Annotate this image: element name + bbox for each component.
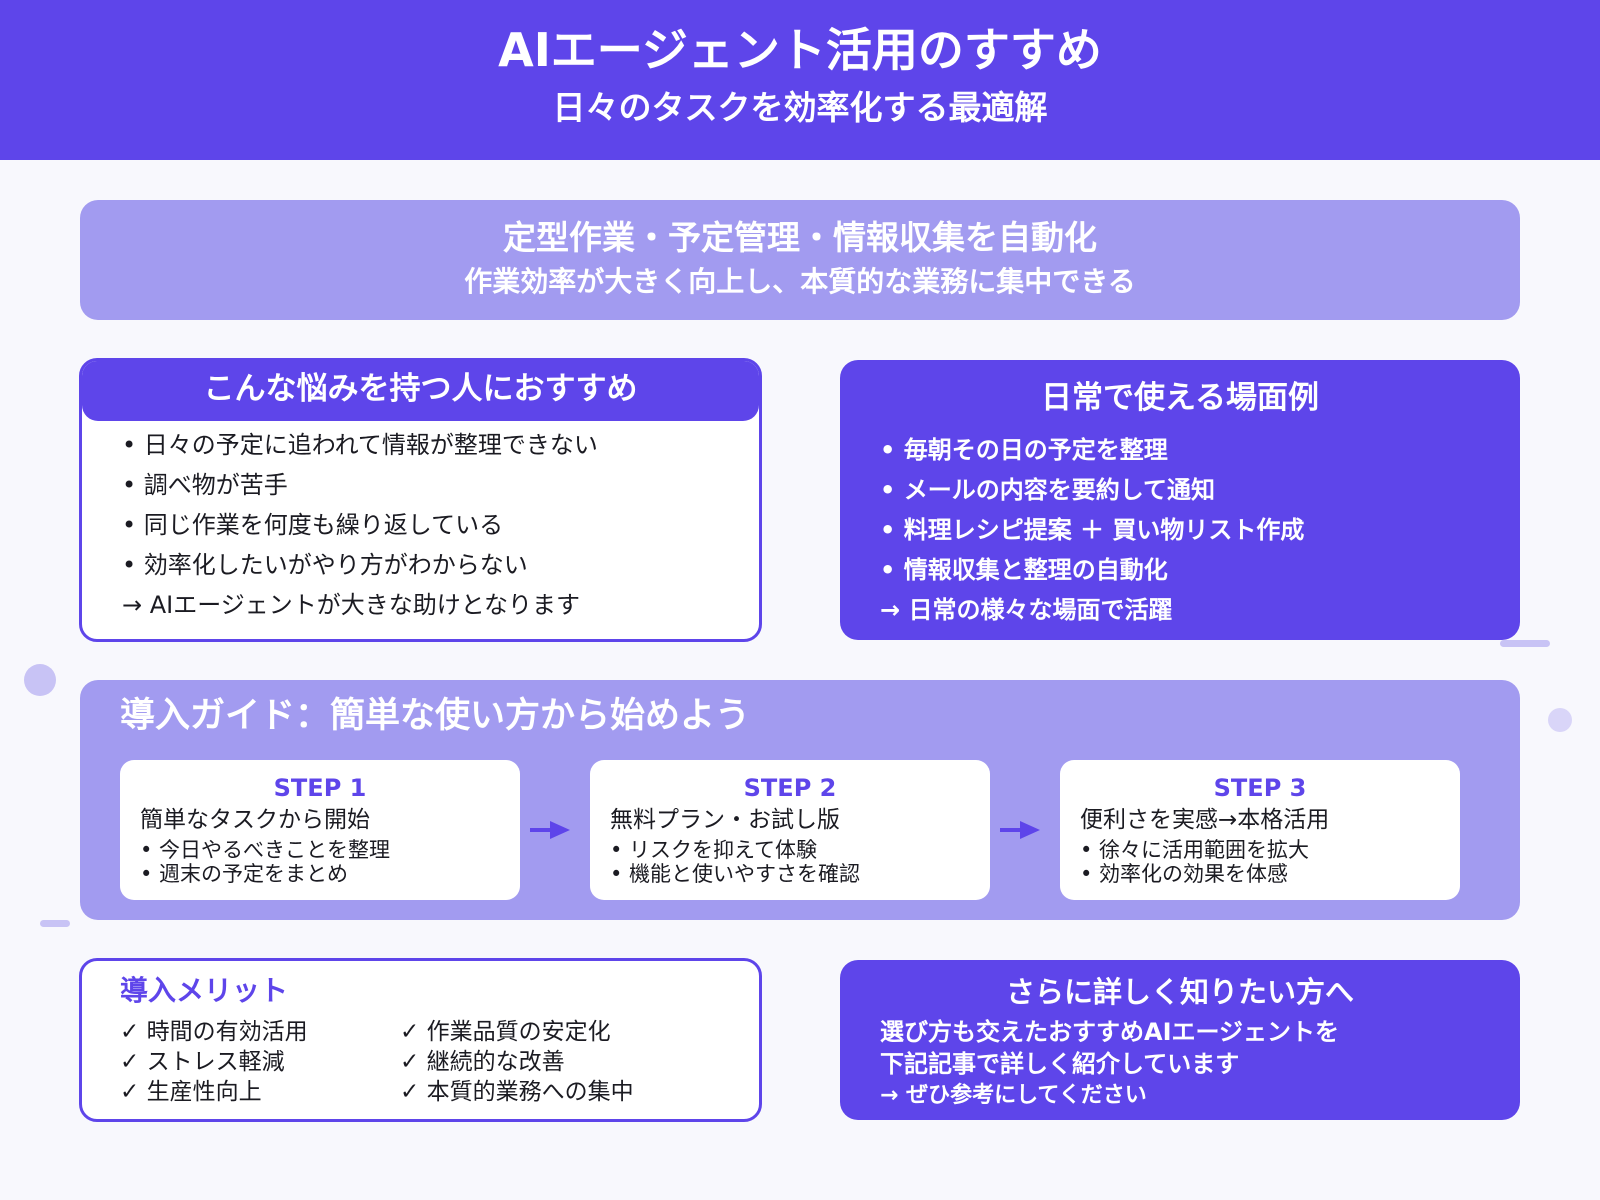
list-item: • 今日やるべきことを整理 bbox=[140, 838, 391, 862]
learn-more-line: 選び方も交えたおすすめAIエージェントを bbox=[880, 1018, 1340, 1046]
summary-headline: 定型作業・予定管理・情報収集を自動化 bbox=[503, 218, 1097, 257]
decorative-bar bbox=[1500, 640, 1550, 647]
list-item: • 情報収集と整理の自動化 bbox=[880, 556, 1168, 584]
merit-item: ✓ 時間の有効活用 bbox=[120, 1019, 308, 1045]
decorative-bar bbox=[40, 920, 70, 927]
list-item: • 毎朝その日の予定を整理 bbox=[880, 436, 1168, 464]
merit-item: ✓ 本質的業務への集中 bbox=[400, 1079, 634, 1105]
learn-more-line: 下記記事で詳しく紹介しています bbox=[880, 1050, 1240, 1078]
guide-title: 導入ガイド：簡単な使い方から始めよう bbox=[120, 696, 751, 736]
step-bullets: • 徐々に活用範囲を拡大 • 効率化の効果を体感 bbox=[1080, 838, 1309, 886]
arrow-right-icon bbox=[1000, 821, 1040, 839]
page-subtitle: 日々のタスクを効率化する最適解 bbox=[552, 88, 1048, 127]
list-item-conclusion: → AIエージェントが大きな助けとなります bbox=[122, 591, 581, 619]
step-label: STEP 3 bbox=[1213, 774, 1307, 802]
step-description: 無料プラン・お試し版 bbox=[610, 807, 840, 833]
step-description: 簡単なタスクから開始 bbox=[140, 807, 370, 833]
step-label: STEP 2 bbox=[743, 774, 837, 802]
summary-subline: 作業効率が大きく向上し、本質的な業務に集中できる bbox=[464, 265, 1136, 298]
list-item: • 日々の予定に追われて情報が整理できない bbox=[122, 431, 598, 459]
list-item: • リスクを抑えて体験 bbox=[610, 838, 818, 862]
step-card-1: STEP 1 簡単なタスクから開始 • 今日やるべきことを整理 • 週末の予定を… bbox=[120, 760, 520, 900]
step-card-2: STEP 2 無料プラン・お試し版 • リスクを抑えて体験 • 機能と使いやすさ… bbox=[590, 760, 990, 900]
merits-list-right: ✓ 作業品質の安定化 ✓ 継続的な改善 ✓ 本質的業務への集中 bbox=[400, 1017, 634, 1107]
header-banner: AIエージェント活用のすすめ 日々のタスクを効率化する最適解 bbox=[0, 0, 1600, 160]
list-item: • 調べ物が苦手 bbox=[122, 471, 288, 499]
list-item: • 徐々に活用範囲を拡大 bbox=[1080, 838, 1310, 862]
learn-more-cta: → ぜひ参考にしてください bbox=[880, 1083, 1147, 1108]
decorative-circle bbox=[24, 664, 56, 696]
summary-banner: 定型作業・予定管理・情報収集を自動化 作業効率が大きく向上し、本質的な業務に集中… bbox=[80, 200, 1520, 320]
list-item: • 機能と使いやすさを確認 bbox=[610, 862, 861, 886]
list-item: • 同じ作業を何度も繰り返している bbox=[122, 511, 504, 539]
list-item: • 効率化の効果を体感 bbox=[1080, 862, 1289, 886]
merit-item: ✓ 作業品質の安定化 bbox=[400, 1019, 611, 1045]
page-title: AIエージェント活用のすすめ bbox=[498, 23, 1102, 77]
recommend-card: こんな悩みを持つ人におすすめ • 日々の予定に追われて情報が整理できない • 調… bbox=[79, 358, 762, 642]
step-description: 便利さを実感→本格活用 bbox=[1080, 807, 1330, 833]
list-item: • 料理レシピ提案 ＋ 買い物リスト作成 bbox=[880, 516, 1305, 544]
merits-list-left: ✓ 時間の有効活用 ✓ ストレス軽減 ✓ 生産性向上 bbox=[120, 1017, 308, 1107]
merits-title: 導入メリット bbox=[120, 974, 289, 1007]
step-bullets: • 今日やるべきことを整理 • 週末の予定をまとめ bbox=[140, 838, 390, 886]
step-bullets: • リスクを抑えて体験 • 機能と使いやすさを確認 bbox=[610, 838, 860, 886]
list-item: • メールの内容を要約して通知 bbox=[880, 476, 1215, 504]
scenes-card: 日常で使える場面例 • 毎朝その日の予定を整理 • メールの内容を要約して通知 … bbox=[840, 360, 1520, 640]
decorative-circle bbox=[1548, 708, 1572, 732]
merit-item: ✓ 継続的な改善 bbox=[400, 1049, 565, 1075]
step-label: STEP 1 bbox=[273, 774, 367, 802]
recommend-list: • 日々の予定に追われて情報が整理できない • 調べ物が苦手 • 同じ作業を何度… bbox=[122, 425, 598, 625]
merits-card: 導入メリット ✓ 時間の有効活用 ✓ ストレス軽減 ✓ 生産性向上 ✓ 作業品質… bbox=[79, 958, 762, 1122]
learn-more-title: さらに詳しく知りたい方へ bbox=[1005, 975, 1354, 1009]
guide-section: 導入ガイド：簡単な使い方から始めよう STEP 1 簡単なタスクから開始 • 今… bbox=[80, 680, 1520, 920]
merit-item: ✓ 生産性向上 bbox=[120, 1079, 262, 1105]
learn-more-card: さらに詳しく知りたい方へ 選び方も交えたおすすめAIエージェントを 下記記事で詳… bbox=[840, 960, 1520, 1120]
learn-more-body: 選び方も交えたおすすめAIエージェントを 下記記事で詳しく紹介しています → ぜ… bbox=[880, 1016, 1339, 1112]
list-item: • 効率化したいがやり方がわからない bbox=[122, 551, 528, 579]
recommend-title: こんな悩みを持つ人におすすめ bbox=[82, 361, 759, 421]
scenes-list: • 毎朝その日の予定を整理 • メールの内容を要約して通知 • 料理レシピ提案 … bbox=[880, 430, 1304, 630]
scenes-title: 日常で使える場面例 bbox=[1040, 380, 1320, 416]
step-card-3: STEP 3 便利さを実感→本格活用 • 徐々に活用範囲を拡大 • 効率化の効果… bbox=[1060, 760, 1460, 900]
merit-item: ✓ ストレス軽減 bbox=[120, 1049, 285, 1075]
list-item: • 週末の予定をまとめ bbox=[140, 862, 349, 886]
arrow-right-icon bbox=[530, 821, 570, 839]
list-item-conclusion: → 日常の様々な場面で活躍 bbox=[880, 596, 1173, 624]
